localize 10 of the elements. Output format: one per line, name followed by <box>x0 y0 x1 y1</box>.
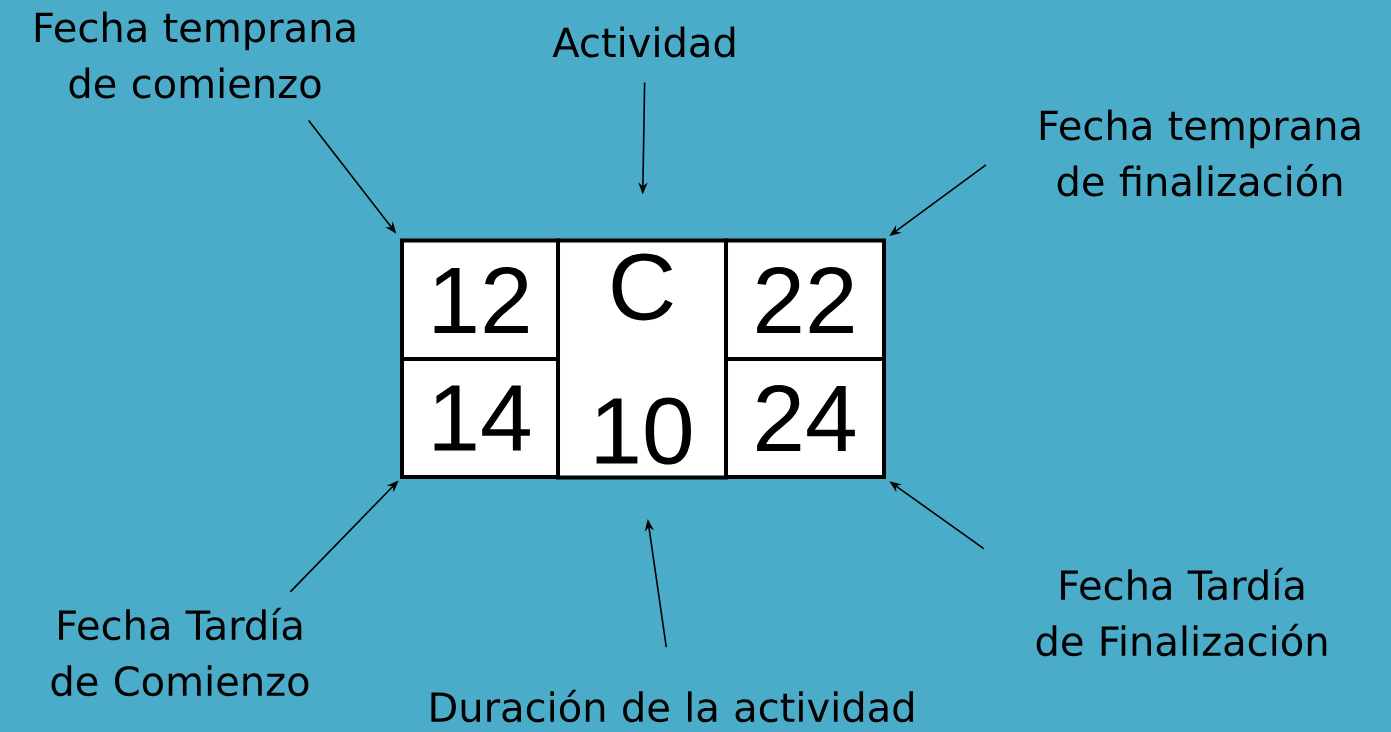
table-cell: 22 <box>724 238 886 362</box>
label-text: Fecha temprana de finalización <box>1040 109 1360 197</box>
label-text: Fecha temprana de comienzo <box>35 11 355 99</box>
table-cell: 12 <box>400 238 560 362</box>
table-cell: 14 <box>400 357 560 479</box>
label-text: Fecha Tardía de Comienzo <box>51 607 309 697</box>
table-cell: 24 <box>724 357 886 479</box>
label-text: Duración de la actividad <box>431 689 913 723</box>
label-text: Fecha Tardía de Finalización <box>1036 567 1327 657</box>
label-text: Actividad <box>552 26 735 58</box>
